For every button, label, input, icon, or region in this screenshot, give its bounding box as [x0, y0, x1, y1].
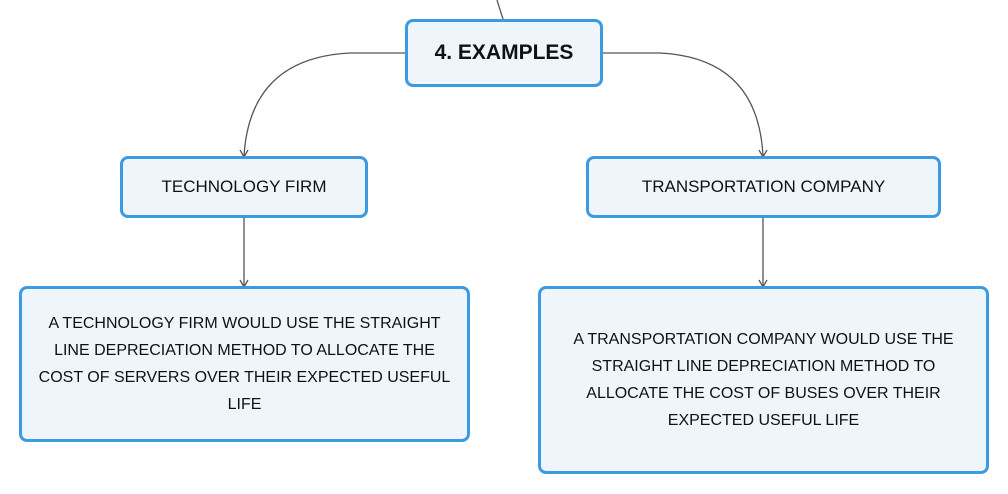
- branch-node-label: TECHNOLOGY FIRM: [161, 177, 327, 196]
- root-node-label: 4. EXAMPLES: [434, 41, 574, 64]
- branch-node-transportation-company[interactable]: TRANSPORTATION COMPANY: [586, 156, 941, 218]
- branch-node-label: TRANSPORTATION COMPANY: [641, 177, 886, 196]
- detail-node-text: A TRANSPORTATION COMPANY WOULD USE THE S…: [573, 331, 954, 429]
- root-node-examples[interactable]: 4. EXAMPLES: [405, 19, 603, 87]
- detail-node-technology-firm[interactable]: A TECHNOLOGY FIRM WOULD USE THE STRAIGHT…: [19, 286, 470, 442]
- connector-root-to-transportation-company: [603, 52, 764, 157]
- branch-node-technology-firm[interactable]: TECHNOLOGY FIRM: [120, 156, 368, 218]
- connector-root-to-technology-firm: [243, 52, 405, 157]
- detail-node-text: A TECHNOLOGY FIRM WOULD USE THE STRAIGHT…: [38, 315, 451, 413]
- connector-incoming-to-root: [496, 0, 504, 20]
- detail-node-transportation-company[interactable]: A TRANSPORTATION COMPANY WOULD USE THE S…: [538, 286, 989, 474]
